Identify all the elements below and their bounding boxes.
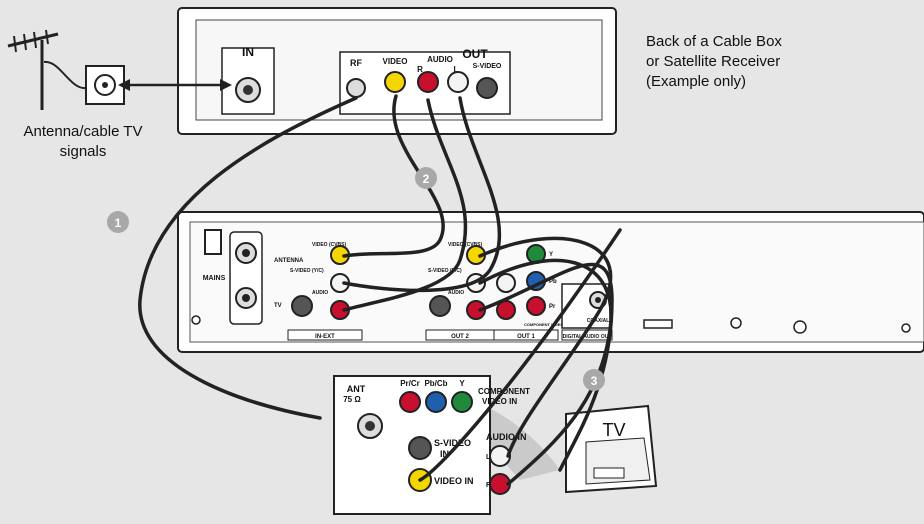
recorder-tv-label: TV [274,303,282,309]
box-svideo-label: S-VIDEO [473,63,502,70]
tv-icon: TV [565,404,658,494]
box-audio-r-jack [417,71,439,93]
tv-r-label: R [486,482,491,489]
step-badge-3: 3 [583,369,605,391]
inext-audio-label: AUDIO [312,290,328,296]
tv-component-label-2: VIDEO IN [482,397,517,406]
step-badge-2: 2 [415,167,437,189]
out2-svideo-label: S-VIDEO (Y/C) [428,268,462,274]
step-2-label: 2 [423,172,430,186]
audio-l-cable-in [342,96,502,293]
inext-video-label: VIDEO (CVBS) [312,242,347,248]
tv-y-label: Y [459,379,465,388]
out1-pb-label: Pb [549,279,557,285]
video-cable-in [342,94,445,258]
coaxial-label: COAXIAL [587,318,610,324]
in-ext-label: IN-EXT [315,334,335,340]
tv-label: TV [602,420,625,440]
out2-audio-label: AUDIO [448,290,464,296]
component-video-label: COMPONENT VIDEO [524,322,564,327]
out1-label: OUT 1 [517,334,535,340]
step-badge-1: 1 [107,211,129,233]
cables [138,94,622,486]
tv-video-in-label: VIDEO IN [434,476,474,486]
box-r-label: R [417,65,423,74]
out2-video-cable [478,236,613,458]
audio-r-cable-in [342,98,468,312]
mains-label: MAINS [203,275,226,282]
tv-back-panel: ANT 75 Ω Pr/Cr Pb/Cb Y COMPONENT VIDEO I… [333,375,560,515]
box-in-label: IN [242,45,254,59]
tv-prcr-label: Pr/Cr [400,379,420,388]
video-out-cable [418,228,622,482]
tv-ohm-label: 75 Ω [343,395,361,404]
tv-svideo-label-2: IN [440,449,449,459]
out2-audio-cable-r [478,262,614,472]
out2-label: OUT 2 [451,334,469,340]
recorder-antenna-label: ANTENNA [274,258,304,264]
out1-pr-label: Pr [549,304,556,310]
box-audio-l-jack [447,71,469,93]
step-3-label: 3 [591,374,598,388]
antenna-caption-line1: Antenna/cable TV [23,123,143,140]
inext-svideo-label: S-VIDEO (Y/C) [290,268,324,274]
wall-outlet-icon [85,65,125,105]
tv-svideo-label-1: S-VIDEO [434,438,471,448]
box-caption: Back of a Cable Box or Satellite Receive… [646,32,782,92]
box-audio-label: AUDIO [427,55,453,64]
out1-y-label: Y [549,252,553,258]
cable-box: IN OUT RF VIDEO AUDIO R L S-VIDEO [177,7,617,135]
box-l-label: L [454,65,459,74]
tv-pbcb-label: Pb/Cb [424,379,447,388]
box-caption-line2: or Satellite Receiver [646,53,781,70]
box-caption-line3: (Example only) [646,73,747,90]
step-1-label: 1 [115,216,122,230]
antenna-link-arrow [118,79,232,91]
rf-cable [138,96,358,420]
box-out-label: OUT [462,47,488,61]
box-rf-jack [346,78,366,98]
box-video-label: VIDEO [383,57,408,66]
antenna-caption-line2: signals [59,143,107,160]
box-caption-line1: Back of a Cable Box [646,33,782,50]
box-video-jack [384,71,406,93]
antenna-caption: Antenna/cable TV signals [8,122,158,162]
antenna-icon [7,29,87,110]
digital-audio-label: DIGITAL AUDIO OUT [563,334,612,340]
tv-audio-in-label: AUDIO IN [486,432,527,442]
tv-l-label: L [486,454,491,461]
tv-ant-label: ANT [347,384,366,394]
box-rf-label: RF [350,58,362,68]
box-svideo-jack [476,77,498,99]
box-in-jack [235,77,261,103]
